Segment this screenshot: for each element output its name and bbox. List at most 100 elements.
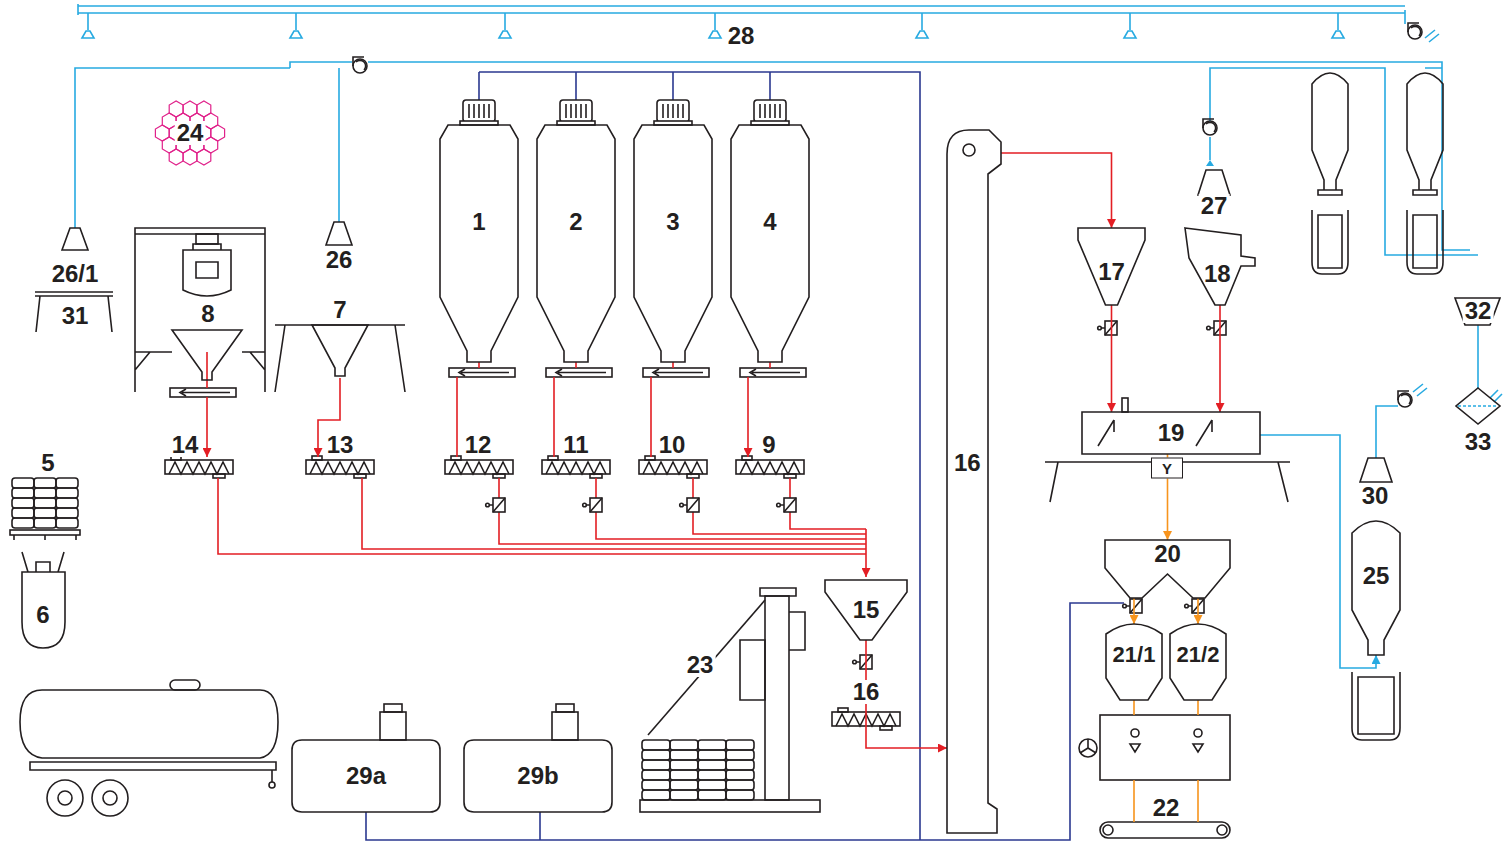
silo-cap — [557, 100, 595, 125]
packing-unit — [1079, 700, 1230, 838]
callout-number: 9 — [760, 433, 777, 457]
equipment-outline — [464, 740, 612, 812]
flow-line — [1001, 153, 1112, 228]
tank-motor — [384, 704, 402, 712]
rotary-valve — [1098, 321, 1117, 335]
flow-line — [1133, 598, 1135, 624]
mixer-frame — [1098, 420, 1212, 446]
callout-number: 14 — [170, 433, 201, 457]
rotary-valve — [1207, 321, 1226, 335]
material-flow — [218, 478, 866, 554]
equipment-node: 20 — [1105, 540, 1230, 598]
callout-number: 21/1 — [1113, 644, 1156, 666]
aspiration-duct — [82, 31, 1344, 38]
callout-number: 29b — [517, 764, 558, 788]
cyclone-filter — [1455, 298, 1500, 325]
cyclone-filter — [1458, 405, 1498, 407]
pallet — [10, 530, 80, 540]
bag-stack — [670, 750, 698, 760]
hex-filter — [155, 101, 224, 165]
bag-stack — [698, 760, 726, 770]
equipment-node: 4 — [731, 125, 809, 362]
packing-unit — [1131, 729, 1139, 737]
packing-unit — [1079, 739, 1097, 757]
callout-number: 12 — [463, 433, 494, 457]
screw-conveyor — [165, 456, 233, 478]
callout-number: 23 — [685, 653, 716, 677]
palletizer — [740, 588, 805, 700]
storage-silo — [1312, 73, 1443, 195]
bag-stack — [642, 750, 670, 760]
callout-number: 15 — [853, 598, 880, 622]
tank-truck — [20, 680, 278, 816]
bag-stack — [642, 790, 670, 800]
hex-filter — [169, 149, 183, 165]
tank-motor — [380, 712, 406, 740]
bag-stack — [698, 770, 726, 780]
storage-silo — [1312, 73, 1348, 195]
mixer-frame — [1122, 398, 1128, 412]
material-flow — [207, 352, 866, 577]
aspiration-duct — [1413, 30, 1502, 402]
fan-symbol — [1408, 23, 1422, 39]
packing-unit — [1080, 739, 1096, 753]
bag-tipping-table — [312, 325, 368, 376]
packing-unit — [1100, 822, 1230, 838]
equipment-outline — [1082, 412, 1260, 454]
hex-filter — [197, 149, 211, 165]
bag-stack — [726, 760, 754, 770]
cyclone-filter — [1456, 388, 1500, 424]
bag-stack — [642, 760, 670, 770]
callout-number: 31 — [60, 304, 91, 328]
callout-number: 19 — [1158, 421, 1185, 445]
aspiration-duct — [88, 13, 1338, 30]
packing-unit — [1194, 729, 1202, 737]
rotary-valve — [680, 498, 699, 512]
equipment-node: 3 — [634, 125, 712, 362]
callout-number: 11 — [561, 433, 590, 457]
equipment-outline — [537, 125, 615, 362]
aspiration-duct — [1376, 406, 1398, 458]
callout-number: 30 — [1360, 484, 1391, 508]
bag-stack — [698, 740, 726, 750]
pallet — [10, 530, 80, 535]
bag-stack — [12, 488, 34, 498]
callout-number: 6 — [34, 603, 51, 627]
equipment-outline — [292, 740, 440, 812]
callout-number: 32 — [1463, 299, 1494, 323]
aspiration-duct — [1477, 325, 1479, 388]
bag-stack — [642, 740, 670, 750]
rotary-valve — [1185, 599, 1204, 613]
callout-number: 13 — [325, 433, 356, 457]
fan-symbol — [353, 23, 1422, 407]
bag-stack — [670, 770, 698, 780]
bag-stack — [12, 518, 34, 528]
flow-line — [1111, 305, 1113, 412]
material-flow — [206, 352, 208, 457]
packing-unit — [1134, 700, 1198, 822]
rotary-valve — [486, 321, 1226, 669]
equipment-outline — [947, 130, 1001, 833]
bag-stack — [12, 478, 754, 800]
material-flow — [499, 478, 790, 498]
storage-silo — [1407, 73, 1443, 195]
equipment-node: 1 — [440, 125, 518, 362]
callout-number: 18 — [1204, 262, 1231, 286]
callout-number: 29a — [346, 764, 386, 788]
hex-filter — [183, 149, 197, 165]
equipment-node: 29a — [292, 740, 440, 812]
callout-number: 4 — [763, 210, 776, 234]
bag-stack — [726, 750, 754, 760]
bag-stack — [34, 498, 56, 508]
material-flow — [865, 529, 867, 577]
equipment-node: 15 — [825, 580, 907, 640]
tank-truck — [103, 791, 117, 805]
bag-stack — [670, 780, 698, 790]
packing-unit — [1130, 744, 1203, 752]
callout-number: 26 — [324, 248, 355, 272]
callout-number: 1 — [472, 210, 485, 234]
big-bag-station — [135, 228, 265, 392]
tank-truck — [269, 782, 275, 788]
cyclone-filter — [1455, 298, 1500, 424]
